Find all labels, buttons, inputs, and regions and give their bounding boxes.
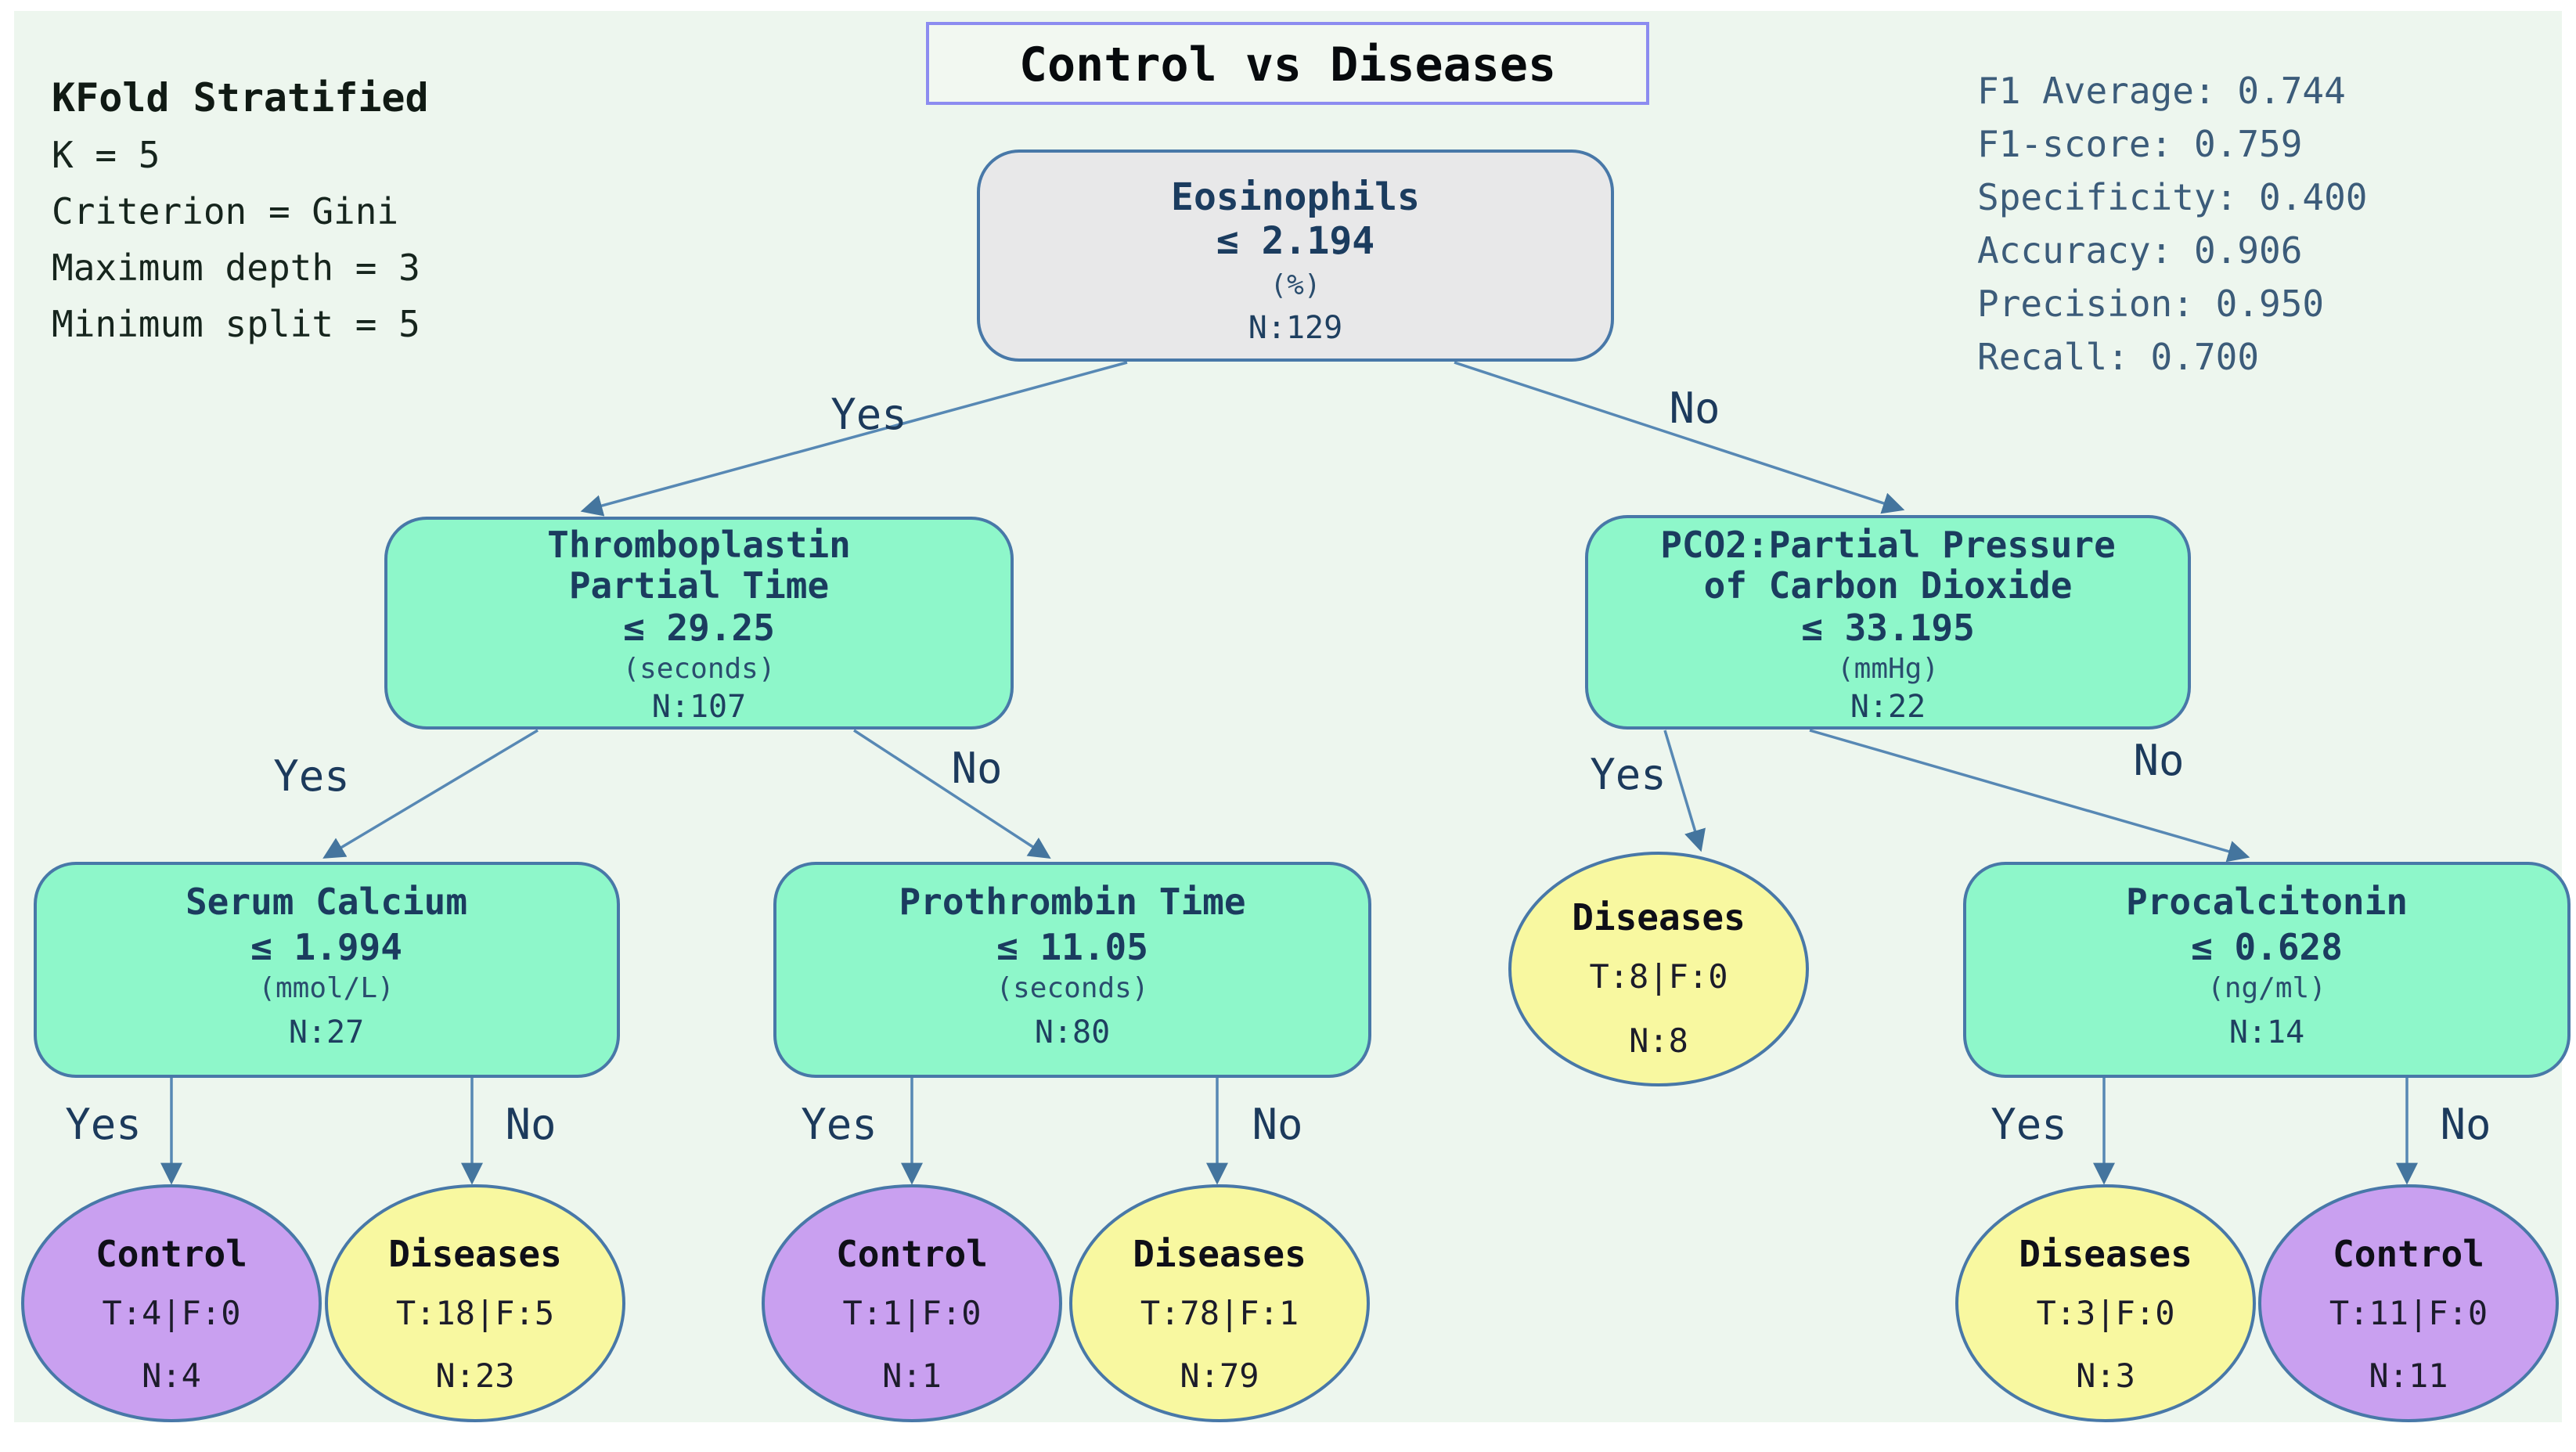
figure-title: Control vs Diseases (1019, 38, 1556, 92)
edge-left-yes (322, 729, 539, 859)
node-root-unit: (%) (1270, 269, 1320, 301)
leaf-lrl-n: N:1 (882, 1357, 942, 1395)
node-ll-condition: ≤ 1.994 (250, 926, 402, 968)
metrics-panel: F1 Average: 0.744 F1-score: 0.759 Specif… (1977, 70, 2368, 378)
leaf-lrr-label: Diseases (1133, 1233, 1306, 1275)
edge-left-no (853, 729, 1051, 859)
leaf-lll-n: N:4 (142, 1357, 201, 1395)
node-right-n: N:22 (1850, 689, 1926, 725)
leaf-diseases-mid: Diseases T:8|F:0 N:8 (1508, 852, 1809, 1086)
node-serum-calcium: Serum Calcium ≤ 1.994 (mmol/L) N:27 (34, 862, 620, 1078)
node-root-condition: ≤ 2.194 (1216, 219, 1374, 263)
edge-label-lr-yes: Yes (801, 1100, 877, 1149)
node-lr-label: Prothrombin Time (899, 881, 1245, 923)
leaf-rrl-n: N:3 (2076, 1357, 2135, 1395)
edge-label-root-yes: Yes (830, 390, 907, 439)
edge-label-left-no: No (951, 744, 1002, 793)
metric-precision: Precision: 0.950 (1977, 283, 2324, 325)
info-line-min-split: Minimum split = 5 (52, 303, 420, 345)
leaf-rl-label: Diseases (1572, 896, 1746, 939)
node-ll-n: N:27 (289, 1014, 364, 1050)
edge-label-ll-no: No (505, 1100, 556, 1149)
leaf-rl-tf: T:8|F:0 (1589, 957, 1728, 996)
node-ll-unit: (mmol/L) (258, 972, 394, 1004)
info-panel-title: KFold Stratified (52, 75, 429, 121)
node-right-label1: PCO2:Partial Pressure (1660, 524, 2116, 566)
node-prothrombin-time: Prothrombin Time ≤ 11.05 (seconds) N:80 (773, 862, 1371, 1078)
node-left-condition: ≤ 29.25 (623, 607, 775, 649)
node-left-label1: Thromboplastin (547, 524, 851, 566)
leaf-rrr-n: N:11 (2369, 1357, 2448, 1395)
leaf-lll-label: Control (95, 1233, 247, 1275)
leaf-rrl-label: Diseases (2019, 1233, 2192, 1275)
node-root-eosinophils: Eosinophils ≤ 2.194 (%) N:129 (977, 150, 1614, 362)
leaf-control-ll-yes: Control T:4|F:0 N:4 (21, 1184, 322, 1422)
info-line-criterion: Criterion = Gini (52, 190, 398, 232)
node-lr-n: N:80 (1035, 1014, 1110, 1050)
node-lr-condition: ≤ 11.05 (996, 926, 1148, 968)
node-right-unit: (mmHg) (1837, 653, 1939, 685)
node-lr-unit: (seconds) (996, 972, 1148, 1004)
leaf-lrl-label: Control (836, 1233, 988, 1275)
node-left-label2: Partial Time (569, 564, 829, 607)
leaf-diseases-ll-no: Diseases T:18|F:5 N:23 (325, 1184, 625, 1422)
node-left-unit: (seconds) (622, 653, 775, 685)
node-rr-n: N:14 (2229, 1014, 2304, 1050)
metric-f1-score: F1-score: 0.759 (1977, 123, 2302, 165)
metric-specificity: Specificity: 0.400 (1977, 176, 2368, 218)
edge-label-rr-no: No (2440, 1100, 2491, 1149)
leaf-lrl-tf: T:1|F:0 (842, 1294, 981, 1332)
kfold-info-panel: KFold Stratified K = 5 Criterion = Gini … (52, 75, 429, 345)
edge-label-ll-yes: Yes (65, 1100, 142, 1149)
leaf-rrr-tf: T:11|F:0 (2329, 1294, 2488, 1332)
node-rr-label: Procalcitonin (2126, 881, 2408, 923)
leaf-lrr-n: N:79 (1180, 1357, 1259, 1395)
leaf-diseases-rr-yes: Diseases T:3|F:0 N:3 (1955, 1184, 2256, 1422)
figure-title-box: Control vs Diseases (926, 22, 1649, 105)
node-thromboplastin-partial-time: Thromboplastin Partial Time ≤ 29.25 (sec… (384, 517, 1014, 730)
node-ll-label: Serum Calcium (186, 881, 467, 923)
edge-root-yes (580, 361, 1128, 517)
tree-edges (160, 361, 2418, 1185)
leaf-diseases-lr-no: Diseases T:78|F:1 N:79 (1069, 1184, 1370, 1422)
edge-root-no (1454, 361, 1905, 514)
node-pco2: PCO2:Partial Pressure of Carbon Dioxide … (1585, 515, 2191, 730)
info-line-k: K = 5 (52, 134, 160, 176)
edge-label-rr-yes: Yes (1991, 1100, 2067, 1149)
leaf-control-rr-no: Control T:11|F:0 N:11 (2258, 1184, 2559, 1422)
figure-title-border (926, 22, 1649, 105)
leaf-lrr-tf: T:78|F:1 (1140, 1294, 1299, 1332)
node-root-n: N:129 (1248, 310, 1342, 346)
node-procalcitonin: Procalcitonin ≤ 0.628 (ng/ml) N:14 (1963, 862, 2571, 1078)
leaf-llr-tf: T:18|F:5 (396, 1294, 554, 1332)
edge-label-lr-no: No (1252, 1100, 1302, 1149)
leaf-llr-n: N:23 (435, 1357, 514, 1395)
leaf-rrl-tf: T:3|F:0 (2036, 1294, 2174, 1332)
leaf-lll-tf: T:4|F:0 (102, 1294, 240, 1332)
node-rr-condition: ≤ 0.628 (2191, 926, 2343, 968)
edge-label-right-yes: Yes (1590, 750, 1666, 799)
node-right-label2: of Carbon Dioxide (1704, 564, 2073, 607)
edge-label-root-no: No (1669, 384, 1720, 433)
node-left-n: N:107 (652, 689, 746, 725)
leaf-llr-label: Diseases (388, 1233, 562, 1275)
leaf-rl-n: N:8 (1629, 1021, 1688, 1060)
tree-edge-labels: Yes No Yes No Yes No Yes No Yes No Yes N… (65, 384, 2491, 1149)
leaf-rrr-label: Control (2333, 1233, 2484, 1275)
edge-label-right-no: No (2133, 736, 2184, 785)
edge-label-left-yes: Yes (273, 751, 350, 801)
node-root-label: Eosinophils (1171, 175, 1420, 219)
edge-right-yes (1663, 730, 1706, 852)
edge-right-no (1809, 729, 2250, 863)
node-rr-unit: (ng/ml) (2207, 972, 2326, 1004)
node-right-condition: ≤ 33.195 (1801, 607, 1975, 649)
metric-accuracy: Accuracy: 0.906 (1977, 229, 2302, 272)
metric-f1-average: F1 Average: 0.744 (1977, 70, 2346, 112)
leaf-control-lr-yes: Control T:1|F:0 N:1 (762, 1184, 1062, 1422)
metric-recall: Recall: 0.700 (1977, 336, 2259, 378)
info-line-max-depth: Maximum depth = 3 (52, 247, 420, 289)
